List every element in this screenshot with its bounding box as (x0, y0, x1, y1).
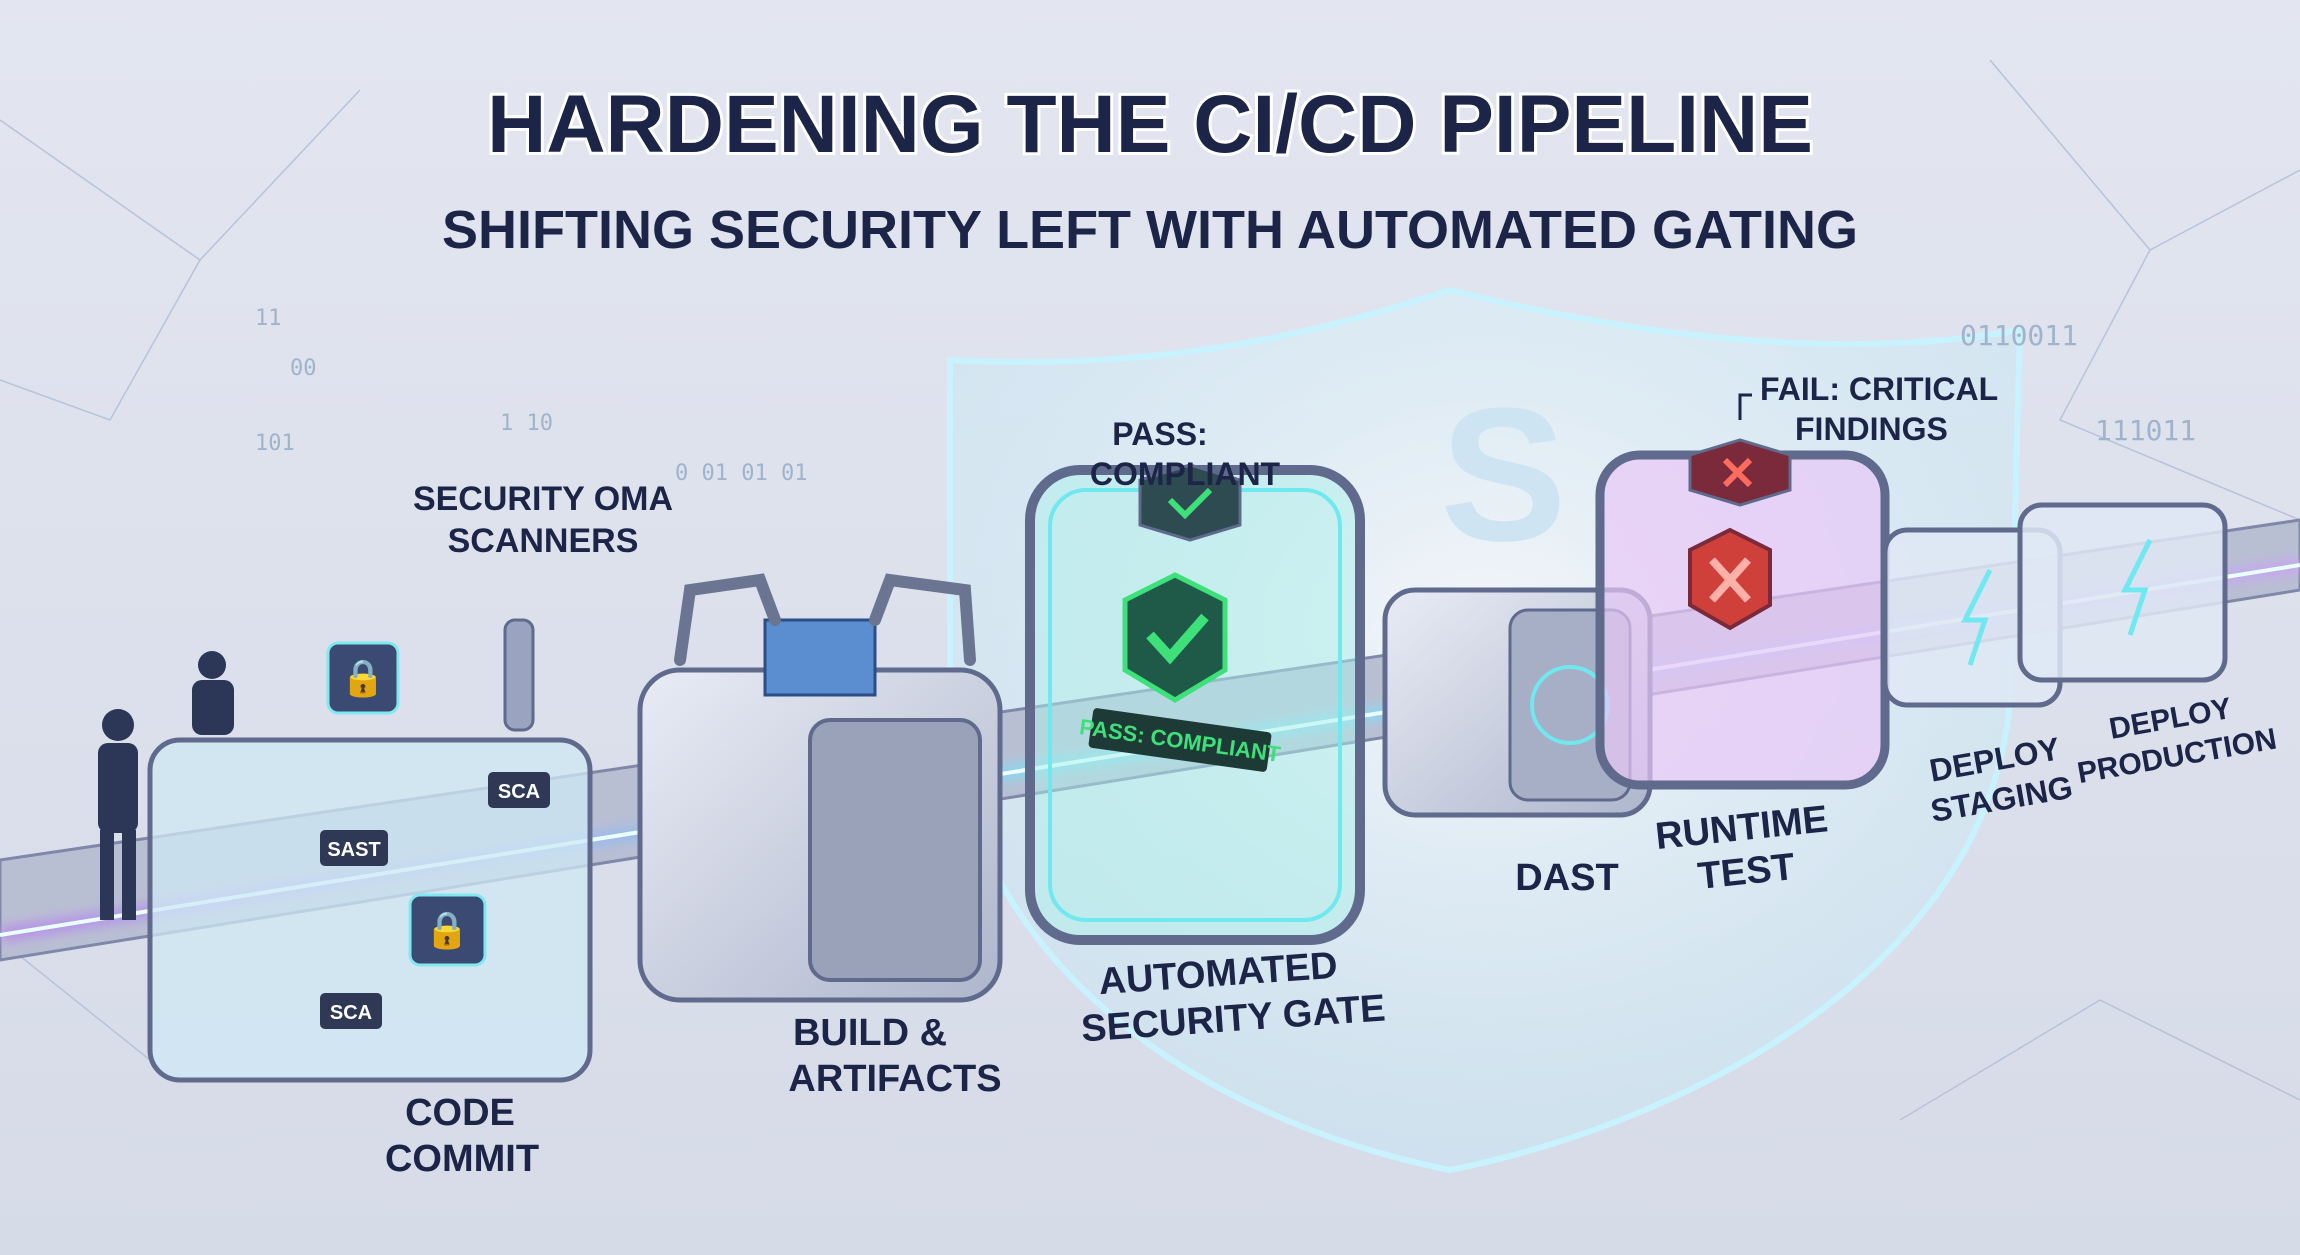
x-icon (1709, 557, 1751, 603)
network-lines (0, 59, 2300, 1121)
callout-pass: PASS:COMPLIANT (1090, 416, 1281, 492)
scanner-post (503, 618, 535, 732)
stage-deploy-staging (1882, 527, 2063, 708)
lock-icon (326, 641, 400, 715)
svg-text:0 01 01 01: 0 01 01 01 (675, 461, 807, 486)
svg-text:1 10: 1 10 (500, 411, 553, 436)
shield-logo-icon: S (1440, 369, 1567, 581)
svg-text:0110011: 0110011 (1960, 319, 2078, 352)
stage-label-runtime-test: RUNTIMETEST (1653, 798, 1834, 902)
page-subtitle: SHIFTING SECURITY LEFT WITH AUTOMATED GA… (442, 200, 1858, 260)
svg-text:111011: 111011 (2095, 414, 2196, 447)
stage-label-dast: DAST (1515, 857, 1618, 899)
check-icon (1146, 613, 1209, 665)
svg-text:00: 00 (290, 356, 317, 381)
person-icon (98, 651, 234, 920)
stage-build (637, 573, 1003, 1003)
badge-sast: SAST (327, 839, 380, 861)
svg-text:🔒: 🔒 (341, 657, 386, 698)
stage-security-gate: PASS: COMPLIANT (1025, 463, 1365, 945)
svg-text:101: 101 (255, 431, 295, 456)
robot-arm-icon (674, 573, 976, 666)
svg-text:11: 11 (255, 306, 282, 331)
page-title: HARDENING THE CI/CD PIPELINE (487, 79, 1813, 170)
lightning-icon (1960, 568, 1993, 666)
stage-deploy-production (2017, 502, 2228, 683)
svg-text:🔒: 🔒 (425, 909, 470, 950)
x-icon (1722, 457, 1753, 488)
check-icon (1167, 487, 1213, 520)
badge-sca: SCA (498, 781, 540, 803)
callout-leader (1738, 393, 1752, 420)
lightning-icon (2120, 538, 2153, 636)
badge-sca: SCA (330, 1002, 372, 1024)
stage-runtime-test (1595, 438, 1890, 790)
lock-icon (408, 893, 487, 967)
container-icon (763, 618, 877, 697)
stage-code-commit: 🔒 🔒 SAST SCA SCA (147, 618, 593, 1083)
stage-label-build: BUILD &ARTIFACTS (788, 1012, 1001, 1100)
binary-snippets: 0110011 111011 11 00 101 1 10 0 01 01 01 (255, 306, 2196, 486)
